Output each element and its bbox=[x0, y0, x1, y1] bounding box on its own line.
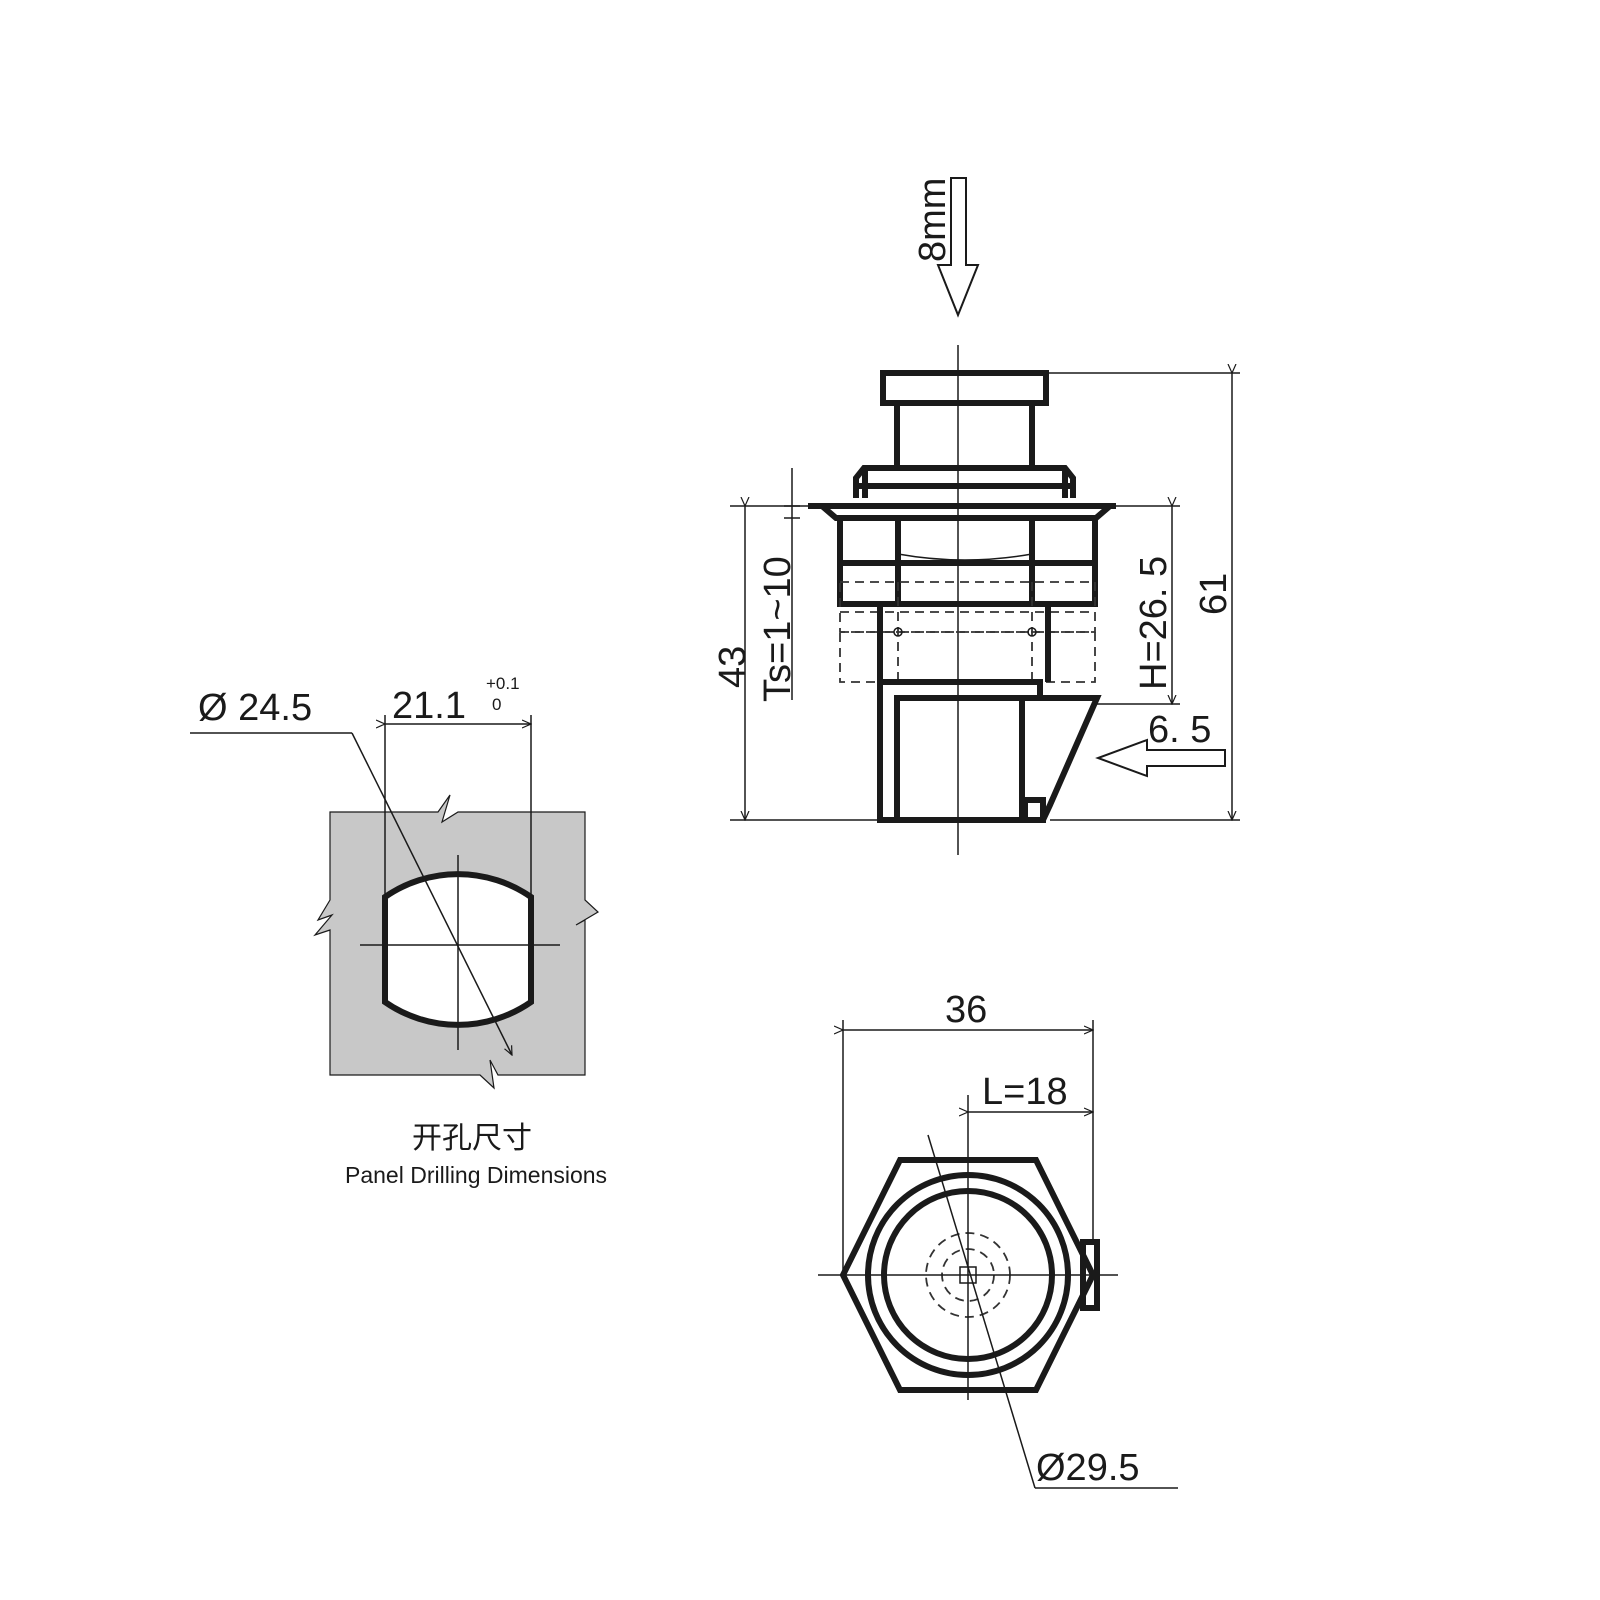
drill-tol-lower: 0 bbox=[492, 695, 501, 714]
bottom-diameter-label: Ø29.5 bbox=[1036, 1447, 1140, 1489]
dim-H: H=26. 5 bbox=[1133, 556, 1175, 690]
bottom-dia-leader bbox=[927, 1134, 1036, 1489]
latch-window bbox=[894, 695, 1025, 823]
drill-width-label: 21.1 bbox=[392, 685, 466, 727]
caption-en: Panel Drilling Dimensions bbox=[345, 1162, 607, 1188]
drill-tol-upper: +0.1 bbox=[486, 674, 520, 693]
latch-body bbox=[877, 679, 1102, 823]
latch-arrow bbox=[1095, 738, 1226, 778]
push-button-cap bbox=[880, 370, 1049, 406]
pin-left bbox=[893, 627, 903, 637]
nut-hidden-1 bbox=[839, 581, 1096, 633]
bottom-view: 36 L=18 Ø29.5 bbox=[818, 989, 1178, 1489]
dia-leader-diagonal bbox=[351, 732, 513, 1055]
panel-drilling-view: Ø 24.5 21.1 +0.1 0 开孔尺寸 Panel Drilling D… bbox=[190, 674, 607, 1188]
caption-cn: 开孔尺寸 bbox=[412, 1121, 532, 1156]
latch-tip bbox=[1022, 797, 1046, 823]
top-collar bbox=[853, 465, 1076, 498]
dim-L: L=18 bbox=[982, 1071, 1068, 1113]
hex-nut-arc bbox=[897, 553, 1033, 561]
dim-Ts: Ts=1~10 bbox=[757, 556, 799, 702]
dim-61: 61 bbox=[1193, 573, 1235, 615]
stroke-arrow bbox=[936, 177, 980, 318]
pin-right bbox=[1027, 627, 1037, 637]
drill-diameter-label: Ø 24.5 bbox=[198, 687, 312, 729]
stroke-label: 8mm bbox=[912, 178, 954, 262]
side-view: 8mm bbox=[712, 177, 1240, 855]
dim-43: 43 bbox=[712, 646, 754, 688]
nut-hidden-2 bbox=[839, 631, 1096, 683]
dim-36: 36 bbox=[945, 989, 987, 1031]
latch-label: 6. 5 bbox=[1148, 709, 1211, 751]
